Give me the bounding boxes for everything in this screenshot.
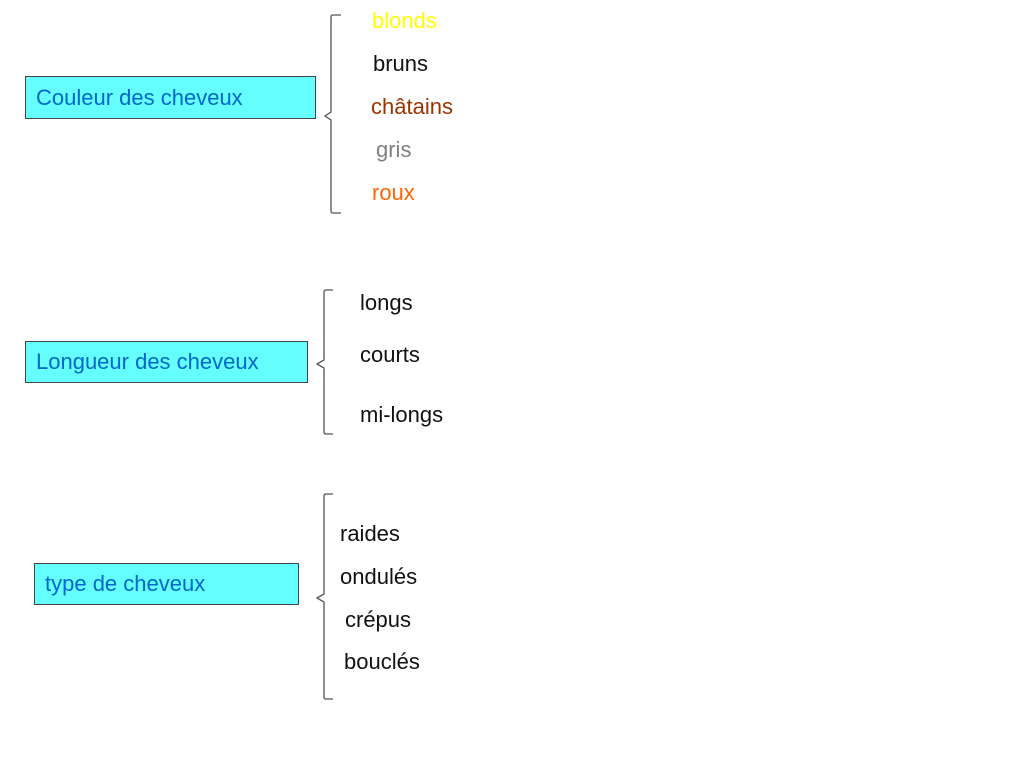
- category-box-type: type de cheveux: [34, 563, 299, 605]
- item-roux: roux: [372, 180, 415, 205]
- item-longs: longs: [360, 290, 413, 315]
- bracket-type: [315, 493, 333, 700]
- item-gris: gris: [376, 137, 412, 162]
- category-box-longueur: Longueur des cheveux: [25, 341, 308, 383]
- item-crepus: crépus: [345, 607, 412, 632]
- item-blonds: blonds: [372, 8, 437, 33]
- item-courts: courts: [360, 342, 420, 367]
- item-ondules: ondulés: [340, 564, 418, 589]
- item-bruns: bruns: [373, 51, 429, 76]
- category-label: Longueur des cheveux: [36, 349, 259, 374]
- bracket-longueur: [315, 289, 333, 435]
- category-box-couleur: Couleur des cheveux: [25, 76, 316, 119]
- category-label: Couleur des cheveux: [36, 84, 243, 110]
- bracket-couleur: [323, 14, 341, 214]
- category-label: type de cheveux: [45, 571, 206, 596]
- item-raides: raides: [340, 521, 400, 546]
- item-boucles: bouclés: [344, 649, 420, 674]
- item-chatains: châtains: [371, 94, 453, 119]
- item-mi-longs: mi-longs: [360, 402, 444, 427]
